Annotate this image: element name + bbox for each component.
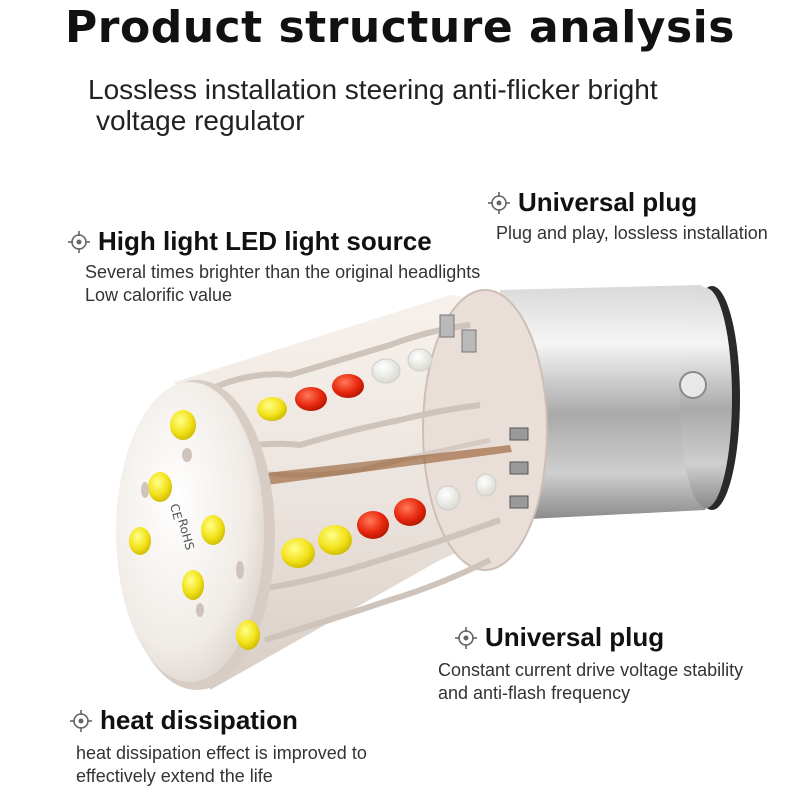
front-disc: CE RoHS [116,380,275,690]
target-icon [68,230,90,253]
feature-desc-line-2: Low calorific value [85,285,233,305]
ce-marking: CE [167,502,185,521]
subtitle-line-2: voltage regulator [96,105,305,136]
feature-universal-plug-top: Universal plug Plug and play, lossless i… [488,187,768,245]
feature-universal-plug-bottom: Universal plug Constant current drive vo… [438,622,743,705]
metal-base [500,285,740,520]
page-title: Product structure analysis [65,2,735,53]
target-icon [70,709,92,732]
feature-heat-dissipation: heat dissipation heat dissipation effect… [70,705,367,788]
feature-desc-line-2: effectively extend the life [76,766,273,786]
page-subtitle: Lossless installation steering anti-flic… [88,74,728,136]
feature-title: heat dissipation [100,705,298,735]
feature-desc-line-2: and anti-flash frequency [438,683,631,703]
feature-title: Universal plug [518,187,698,217]
feature-desc-line-1: Several times brighter than the original… [85,262,481,282]
connector-pins [439,314,529,509]
target-icon [488,191,510,214]
feature-led-light-source: High light LED light source Several time… [68,226,480,307]
target-icon [455,626,477,649]
feature-desc-line-1: Constant current drive voltage stability [438,660,744,680]
feature-title: High light LED light source [98,226,432,256]
feature-desc-line-1: Plug and play, lossless installation [496,223,768,243]
feature-desc-line-1: heat dissipation effect is improved to [76,743,367,763]
feature-title: Universal plug [485,622,665,652]
subtitle-line-1: Lossless installation steering anti-flic… [88,74,658,105]
